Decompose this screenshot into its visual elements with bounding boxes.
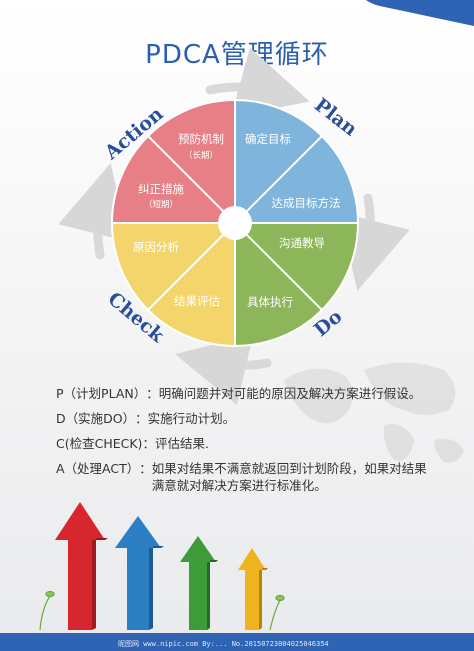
description-row-act: A（处理ACT）：如果对结果不满意就返回到计划阶段，如果对结果满意就对解决方案进… [56,460,436,494]
arrow-green [180,536,218,630]
segment-label-do-1: 沟通教导 [279,236,325,250]
description-key: A（处理ACT） [56,461,140,476]
description-key: P（计划PLAN） [56,386,147,401]
description-row-plan: P（计划PLAN）：明确问题并对可能的原因及解决方案进行假设。 [56,385,436,402]
segment-label-action-1-sub: （长期） [184,150,218,161]
arrow-yellow [238,548,268,630]
description-text: 实施行动计划。 [147,411,236,426]
wheel-center-hole [218,206,252,240]
growth-arrows-illustration [39,502,285,631]
segment-label-plan-2: 达成目标方法 [272,196,341,210]
cycle-arrows [58,47,410,406]
arrow-blue [115,516,164,630]
description-separator: ： [142,436,155,451]
description-text: 明确问题并对可能的原因及解决方案进行假设。 [158,386,422,401]
arrow-red [55,502,108,630]
world-map-background [284,362,464,463]
page-title: PDCA管理循环 [145,40,329,70]
footer-bar [0,633,474,651]
corner-decoration-band [341,0,474,34]
description-row-check: C(检查CHECK)：评估结果. [56,435,436,452]
pdca-wheel [110,98,360,348]
footer-watermark: 昵图网 www.nipic.com By:... No.201507230040… [118,640,329,648]
segment-label-check-1: 原因分析 [133,240,179,254]
segment-label-action-2-sub: （短期） [144,199,178,210]
pdca-descriptions: P（计划PLAN）：明确问题并对可能的原因及解决方案进行假设。 D（实施DO）：… [56,385,436,502]
pdca-cycle-diagram: 确定目标 达成目标方法 沟通教导 具体执行 原因分析 结果评估 预防机制 （长期… [58,47,410,406]
description-separator: ： [139,461,152,476]
description-separator: ： [146,386,159,401]
segment-label-action-2: 纠正措施 [138,182,184,196]
segment-label-do-2: 具体执行 [247,295,293,309]
description-text: 评估结果. [154,436,209,451]
segment-label-check-2: 结果评估 [174,294,220,308]
description-text: 如果对结果不满意就返回到计划阶段，如果对结果满意就对解决方案进行标准化。 [151,461,427,493]
description-key: D（实施DO） [56,411,136,426]
segment-label-action-1: 预防机制 [178,132,224,146]
segment-label-plan-1: 确定目标 [245,132,291,146]
description-separator: ： [135,411,148,426]
description-key: C(检查CHECK) [56,436,143,451]
sprout-decoration [39,590,285,631]
description-row-do: D（实施DO）：实施行动计划。 [56,410,436,427]
